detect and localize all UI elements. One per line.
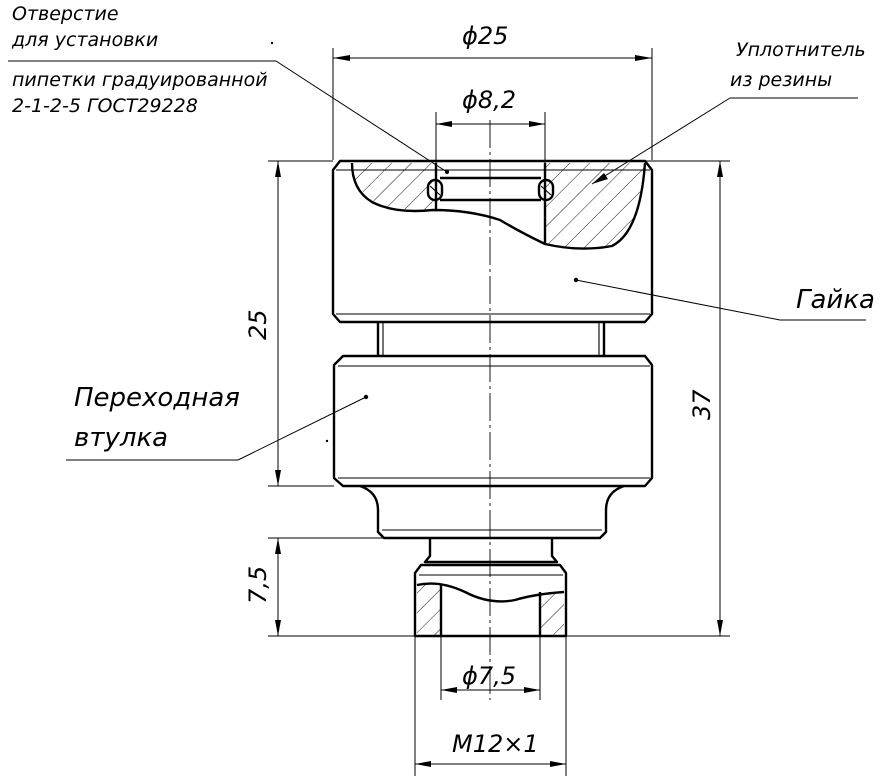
hole-note-line1: Отверстие: [12, 3, 119, 25]
pipette-hole: [434, 163, 547, 244]
hole-note-line4: 2-1-2-5 ГОСТ29228: [12, 95, 198, 117]
dim-outer-diameter: [332, 48, 653, 160]
bushing-label-line2: втулка: [74, 423, 168, 453]
bushing-body: [332, 354, 654, 564]
dim-hole-diameter-label: ϕ8,2: [462, 86, 516, 114]
dim-total-height: [566, 160, 730, 637]
dim-total-height-label: 37: [688, 389, 716, 420]
dim-height-nut-bushing-label: 25: [244, 309, 272, 340]
dim-inner-diameter: [440, 636, 541, 700]
hole-note-line2: для установки: [11, 29, 158, 51]
dim-thread-height: [268, 537, 430, 637]
seal-note-line2: из резины: [730, 69, 832, 91]
nut-label: Гайка: [796, 285, 875, 315]
dim-outer-diameter-label: ϕ25: [462, 22, 508, 50]
dim-thread: [414, 636, 567, 776]
dim-thread-height-label: 7,5: [244, 566, 272, 604]
leader-seal: [591, 97, 858, 185]
leader-hole: [8, 60, 449, 174]
dim-thread-label: M12×1: [452, 730, 539, 758]
stray-mark: [325, 439, 329, 443]
leader-bushing: [66, 394, 369, 461]
rubber-seal: [426, 178, 555, 202]
bushing-label-line1: Переходная: [74, 383, 240, 413]
seal-note-line1: Уплотнитель: [736, 39, 866, 61]
dim-height-nut-bushing: [268, 160, 334, 487]
hole-note-line3: пипетки градуированной: [12, 69, 268, 91]
dim-inner-diameter-label: ϕ7,5: [462, 662, 516, 690]
stray-mark: [270, 41, 274, 45]
dim-hole-diameter: [435, 112, 546, 163]
neck: [376, 322, 606, 356]
leader-nut: [573, 277, 866, 321]
